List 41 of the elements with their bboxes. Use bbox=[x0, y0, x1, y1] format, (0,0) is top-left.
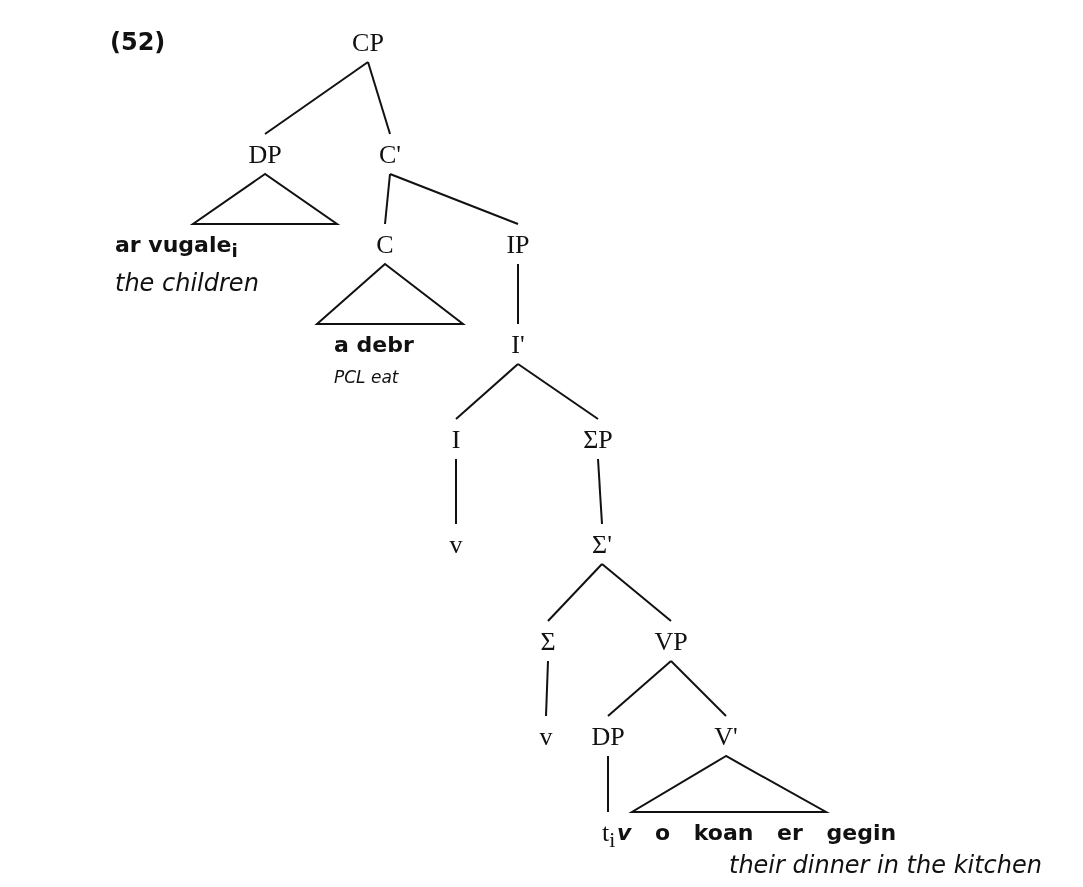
triangle-branch bbox=[314, 262, 466, 325]
tree-branch bbox=[597, 458, 603, 525]
gloss-text: PCL eat bbox=[334, 366, 400, 389]
tree-branch bbox=[547, 563, 603, 622]
tree-label: V' bbox=[714, 722, 738, 752]
tree-branch bbox=[455, 363, 519, 420]
tree-branch bbox=[545, 660, 549, 717]
tree-label: Σ bbox=[540, 627, 556, 657]
gloss-text: the children bbox=[115, 268, 259, 300]
tree-branch bbox=[517, 263, 519, 325]
tree-label: I bbox=[451, 425, 461, 455]
tree-label: CP bbox=[352, 28, 384, 58]
tree-branch bbox=[384, 173, 391, 225]
triangle-branch bbox=[628, 754, 830, 813]
tree-label: C bbox=[376, 230, 394, 260]
tree-branch bbox=[607, 660, 672, 717]
tree-label: ΣP bbox=[583, 425, 613, 455]
tree-label: v bbox=[539, 722, 553, 752]
tree-branch bbox=[264, 61, 369, 135]
tree-label: t$_{i}$ bbox=[602, 818, 616, 855]
tree-label: I' bbox=[511, 330, 525, 360]
tree-branch bbox=[517, 363, 599, 420]
tree-branch bbox=[601, 563, 672, 622]
tree-branch bbox=[367, 61, 391, 135]
triangle-branch bbox=[189, 172, 341, 225]
tree-label: C' bbox=[379, 140, 401, 170]
tree-branch bbox=[607, 755, 609, 813]
tree-label: v o koan er gegin bbox=[617, 819, 898, 847]
tree-label: a debr bbox=[334, 331, 414, 359]
tree-branch bbox=[455, 458, 457, 525]
example-number: (52) bbox=[110, 28, 166, 56]
tree-label: DP bbox=[248, 140, 282, 170]
tree-label: IP bbox=[506, 230, 530, 260]
tree-branch bbox=[670, 660, 727, 717]
tree-label: Σ' bbox=[592, 530, 612, 560]
tree-label: v bbox=[449, 530, 463, 560]
tree-branch bbox=[389, 173, 519, 225]
gloss-text: their dinner in the kitchen bbox=[727, 850, 1042, 881]
tree-label: ar vugale$_{i}$ bbox=[115, 231, 239, 264]
tree-label: VP bbox=[654, 627, 688, 657]
tree-label: DP bbox=[591, 722, 625, 752]
